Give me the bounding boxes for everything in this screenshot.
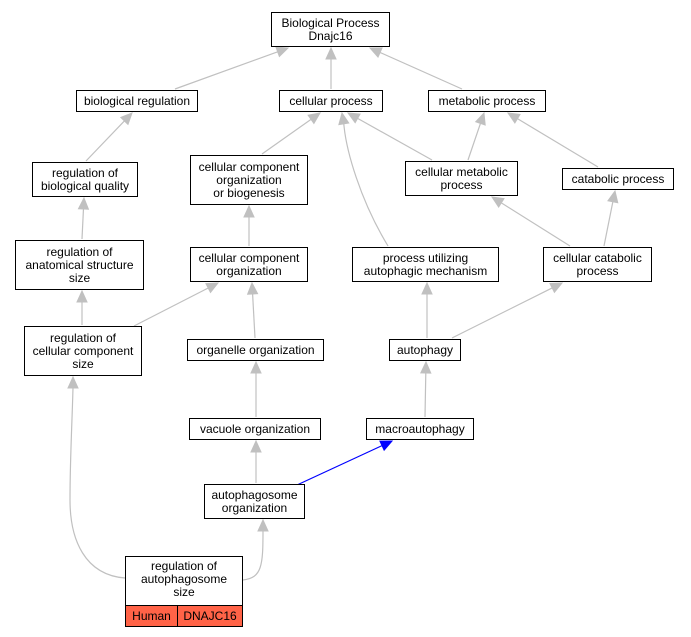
edge-cellcatab-cellmetab [500,202,571,247]
edge-regautosize-autophagosome-arrowhead [257,518,269,532]
edge-puam-cellproc [343,123,389,247]
node-label: cellular component organization [198,250,300,278]
node-autophagosome-organization[interactable]: autophagosome organization [204,484,305,519]
edge-bioreg-root [174,51,278,90]
node-label: regulation of cellular component size [32,330,134,371]
node-label: autophagy [396,342,454,357]
edge-cellmetab-cellproc-arrowhead [346,112,361,124]
edge-ccob-cellproc-arrowhead [307,112,321,125]
edge-regautosize-autophagosome [242,530,264,581]
edge-macro-autophagy [424,372,427,418]
node-cellular-component-organization[interactable]: cellular component organization [190,247,308,282]
edge-cco-ccob-arrowhead [243,204,255,218]
node-label: regulation of anatomical structure size [25,244,134,285]
edge-regautosize-regccsize-arrowhead [67,375,79,389]
edge-bioreg-root-arrowhead [275,46,290,58]
node-cellular-component-organization-or-biogenesis[interactable]: cellular component organization or bioge… [190,155,308,205]
edge-metab-root [379,51,463,90]
node-label: process utilizing autophagic mechanism [363,250,488,278]
node-vacuole-organization[interactable]: vacuole organization [189,418,321,440]
gene-tag: DNAJC16 [177,605,243,627]
node-cellular-catabolic-process[interactable]: cellular catabolic process [543,247,652,282]
edge-regbioqual-bioreg [85,120,125,162]
edge-autophagosome-vacuole-arrowhead [250,439,262,453]
node-cellular-metabolic-process[interactable]: cellular metabolic process [405,161,518,196]
node-label: biological regulation [83,93,191,108]
node-process-utilizing-autophagic-mechanism[interactable]: process utilizing autophagic mechanism [352,247,499,282]
node-cellular-process[interactable]: cellular process [279,90,383,112]
node-label: metabolic process [438,93,536,108]
node-label: cellular catabolic process [553,250,642,278]
node-regulation-of-biological-quality[interactable]: regulation of biological quality [32,162,138,197]
edge-cellcatab-catab [603,201,614,247]
node-label: cellular component organization or bioge… [198,159,300,200]
edge-ccob-cellproc [261,118,312,155]
edge-cellproc-root-arrowhead [325,46,337,60]
annotation-row: Human DNAJC16 [125,605,243,627]
edge-regautosize-regccsize [69,387,126,579]
node-metabolic-process[interactable]: metabolic process [428,90,546,112]
node-regulation-of-autophagosome-size[interactable]: regulation of autophagosome size [125,556,243,606]
node-label: organelle organization [196,342,315,357]
edge-regccsize-cco [133,287,209,327]
edge-cellcatab-catab-arrowhead [607,189,619,204]
node-root[interactable]: Biological Process Dnajc16 [271,12,390,47]
node-root-label: Biological Process Dnajc16 [281,15,380,43]
edge-cellmetab-cellproc [357,117,433,161]
edge-puam-cellproc-arrowhead [338,111,350,126]
edge-catab-metab-arrowhead [506,112,521,124]
node-catabolic-process[interactable]: catabolic process [562,168,674,190]
edge-cellmetab-metab [467,123,482,161]
node-macroautophagy[interactable]: macroautophagy [366,418,474,440]
edge-reganat-regbioqual-arrowhead [77,196,90,210]
edge-organelle-cco-arrowhead [246,281,259,295]
node-label: autophagosome organization [211,487,298,515]
node-organelle-organization[interactable]: organelle organization [187,339,324,361]
node-biological-regulation[interactable]: biological regulation [76,90,198,112]
node-label: regulation of autophagosome size [140,559,228,599]
node-regulation-of-anatomical-structure-size[interactable]: regulation of anatomical structure size [15,240,144,290]
edge-vacuole-organelle-arrowhead [250,360,262,374]
edge-cellmetab-metab-arrowhead [474,111,486,126]
edge-macro-autophagy-arrowhead [420,360,432,374]
node-autophagy[interactable]: autophagy [389,339,461,361]
edge-autophagy-cellcatab [451,287,553,339]
node-regulation-of-cellular-component-size[interactable]: regulation of cellular component size [24,326,142,376]
edge-autophagy-puam-arrowhead [421,281,433,295]
edge-organelle-cco [251,293,256,339]
node-label: cellular process [289,93,373,108]
edge-autophagosome-macro [296,445,383,486]
node-label: catabolic process [571,171,665,186]
node-label: regulation of biological quality [40,165,130,193]
node-label: cellular metabolic process [415,164,508,192]
species-tag: Human [125,605,178,627]
node-label: macroautophagy [375,421,465,436]
edge-reganat-regbioqual [81,208,85,240]
edge-cellcatab-cellmetab-arrowhead [490,196,505,209]
edge-regccsize-reganat-arrowhead [76,289,88,303]
node-label: vacuole organization [199,421,311,436]
edge-catab-metab [517,118,599,168]
